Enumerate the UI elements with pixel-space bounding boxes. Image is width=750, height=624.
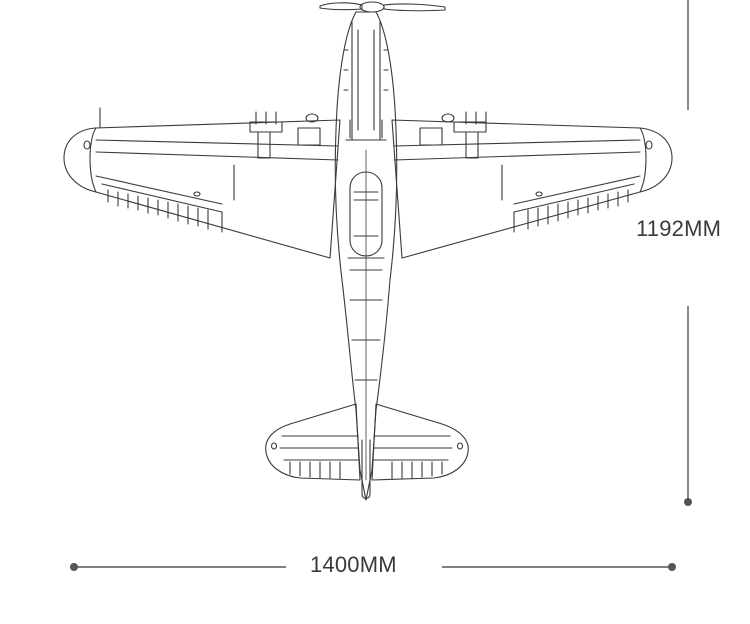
left-wing: [63, 107, 341, 259]
width-dimension-start-dot: [70, 563, 78, 571]
propeller: [319, 1, 446, 13]
tailplane: [265, 403, 469, 500]
right-wing: [391, 111, 673, 259]
length-dimension-label: 1192MM: [636, 216, 722, 242]
fuselage: [334, 11, 398, 501]
width-dimension-end-dot: [668, 563, 676, 571]
height-dimension-end-dot: [684, 498, 692, 506]
wingspan-dimension-label: 1400MM: [310, 552, 397, 578]
